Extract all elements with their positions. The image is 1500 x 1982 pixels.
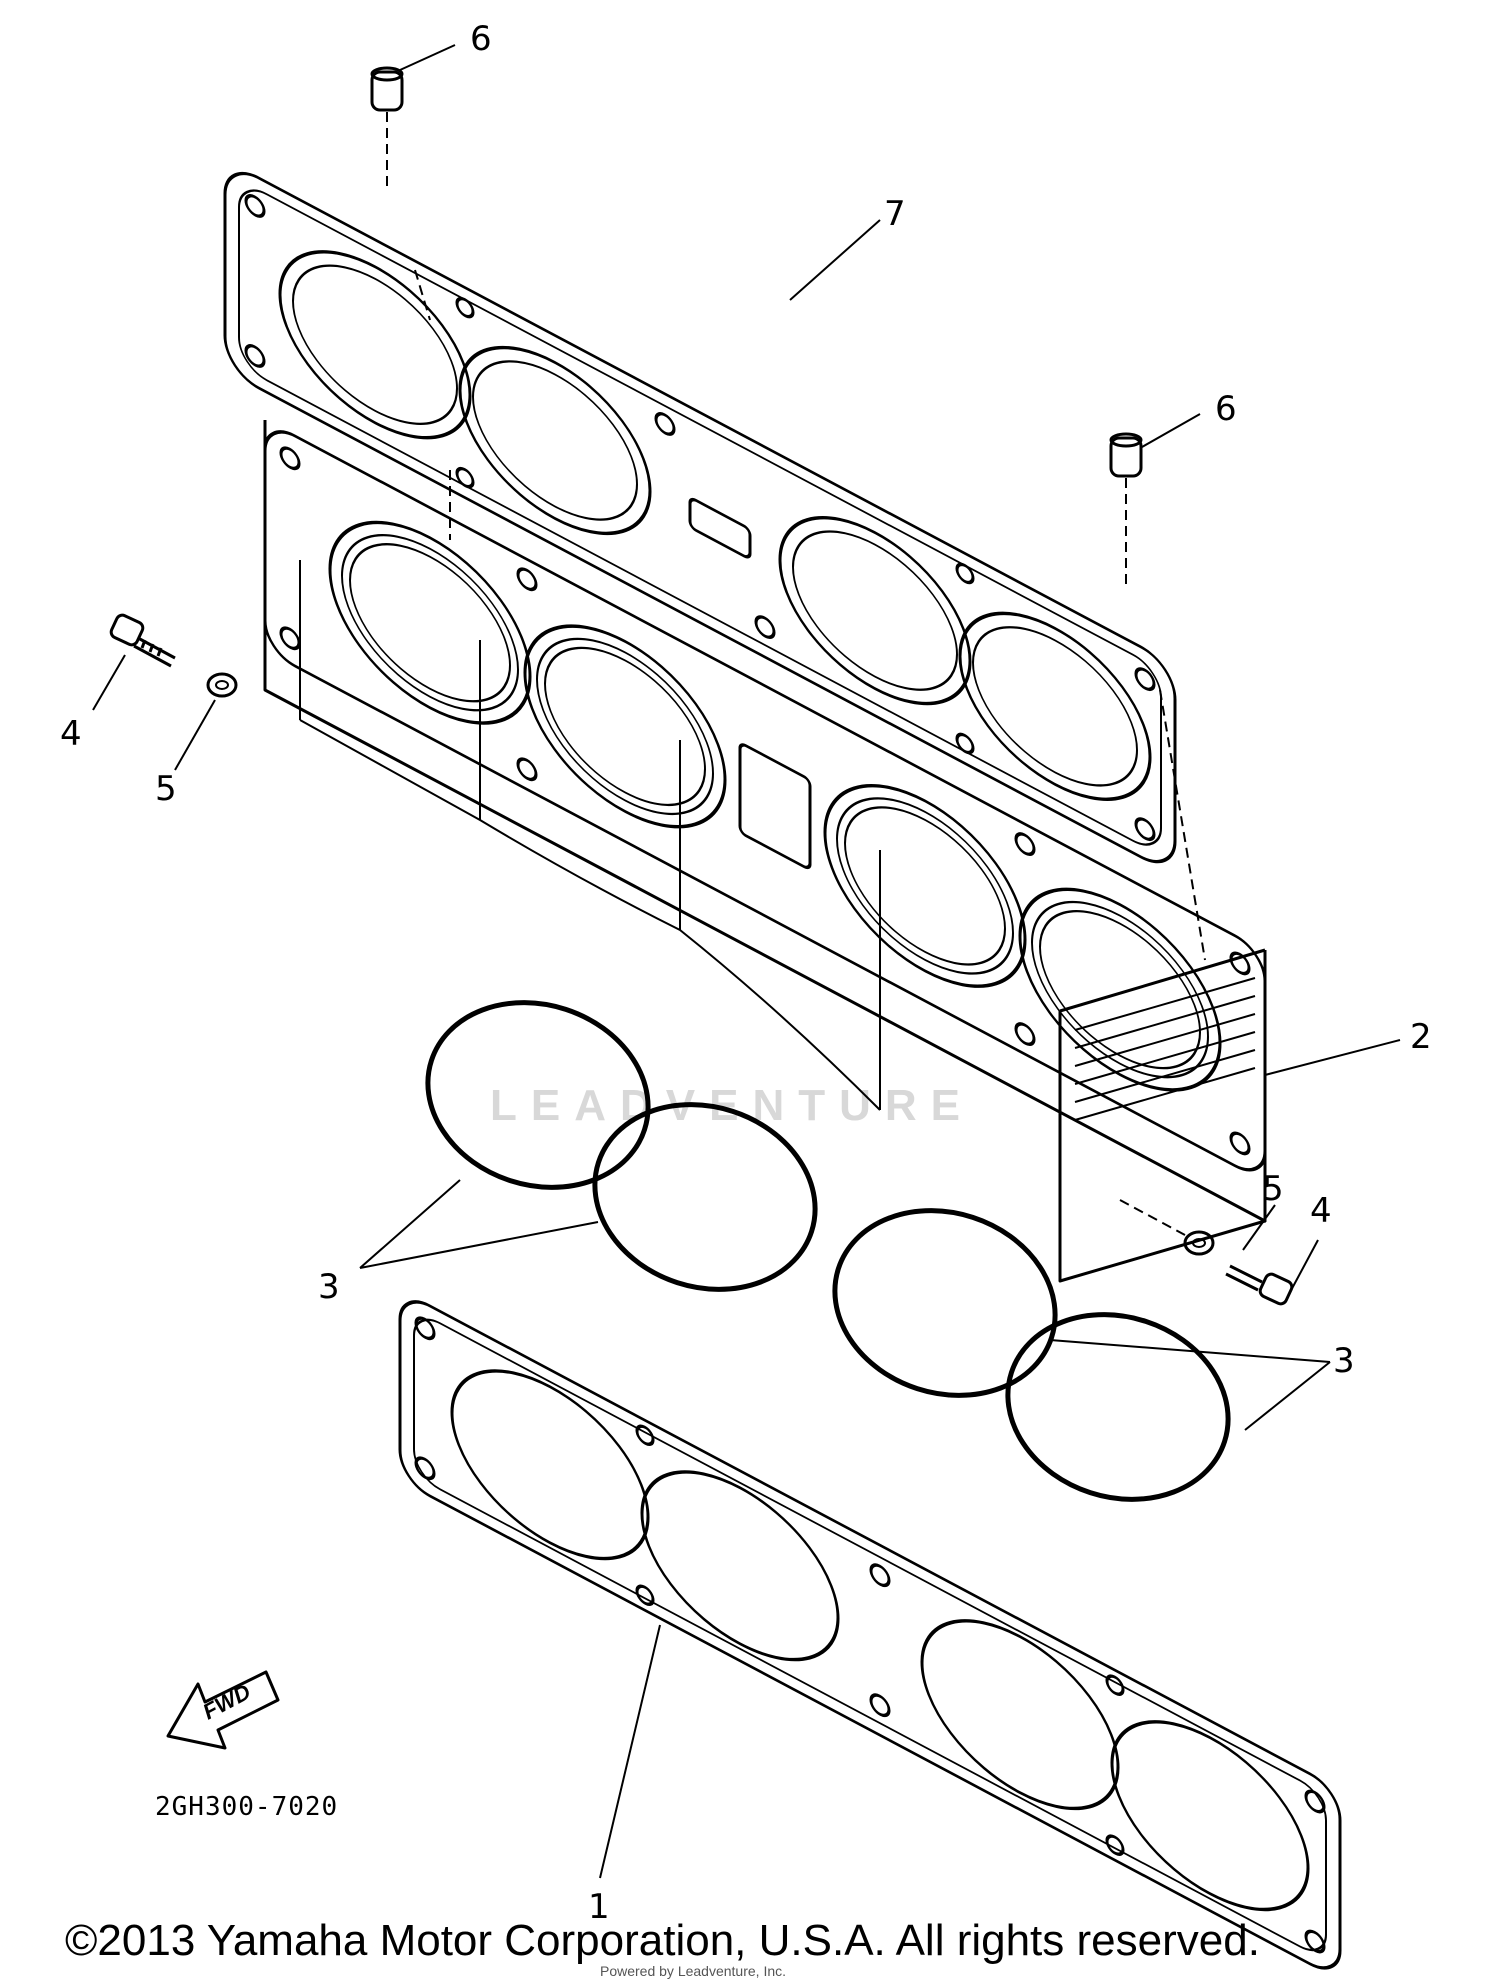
- bolt-part-4: [109, 613, 176, 668]
- callout-label-6: 6: [470, 19, 492, 59]
- watermark-text: LEADVENTURE: [490, 1081, 974, 1130]
- callout-label-4: 4: [1310, 1191, 1332, 1231]
- dowel-pin-part-6: [370, 66, 451, 540]
- callout-label-4: 4: [60, 714, 82, 754]
- callout-label-3: 3: [318, 1267, 340, 1307]
- alignment-line: [414, 269, 431, 321]
- leader-lines: [92, 44, 1401, 1879]
- fine-print: Powered by Leadventure, Inc.: [600, 1963, 786, 1979]
- head-gasket-part-7: [223, 171, 1177, 864]
- o-ring-part-3: [832, 1208, 1058, 1398]
- callout-label-7: 7: [884, 194, 906, 234]
- base-gasket-part-1: [398, 1300, 1342, 1970]
- o-ring-part-3: [1005, 1312, 1231, 1502]
- callout-label-2: 2: [1410, 1017, 1432, 1057]
- callout-label-6: 6: [1215, 389, 1237, 429]
- washer-part-5: [206, 672, 238, 698]
- copyright-notice: ©2013 Yamaha Motor Corporation, U.S.A. A…: [65, 1916, 1260, 1965]
- forward-arrow-label: FWD: [199, 1679, 255, 1725]
- bolt-part-4: [1225, 1264, 1294, 1306]
- cylinder-block-part-2: [263, 420, 1267, 1283]
- forward-arrow-icon: FWD: [166, 1670, 280, 1750]
- callout-label-5: 5: [155, 769, 177, 809]
- callout-label-1: 1: [588, 1887, 610, 1927]
- alignment-line: [1119, 1199, 1186, 1236]
- dowel-pin-part-6: [1109, 432, 1206, 961]
- washer-part-5: [1183, 1230, 1215, 1256]
- callout-label-3: 3: [1333, 1341, 1355, 1381]
- o-ring-part-3: [425, 1000, 651, 1190]
- o-ring-part-3: [592, 1102, 818, 1292]
- callout-label-5: 5: [1262, 1169, 1284, 1209]
- diagram-reference-code: 2GH300-7020: [155, 1792, 338, 1822]
